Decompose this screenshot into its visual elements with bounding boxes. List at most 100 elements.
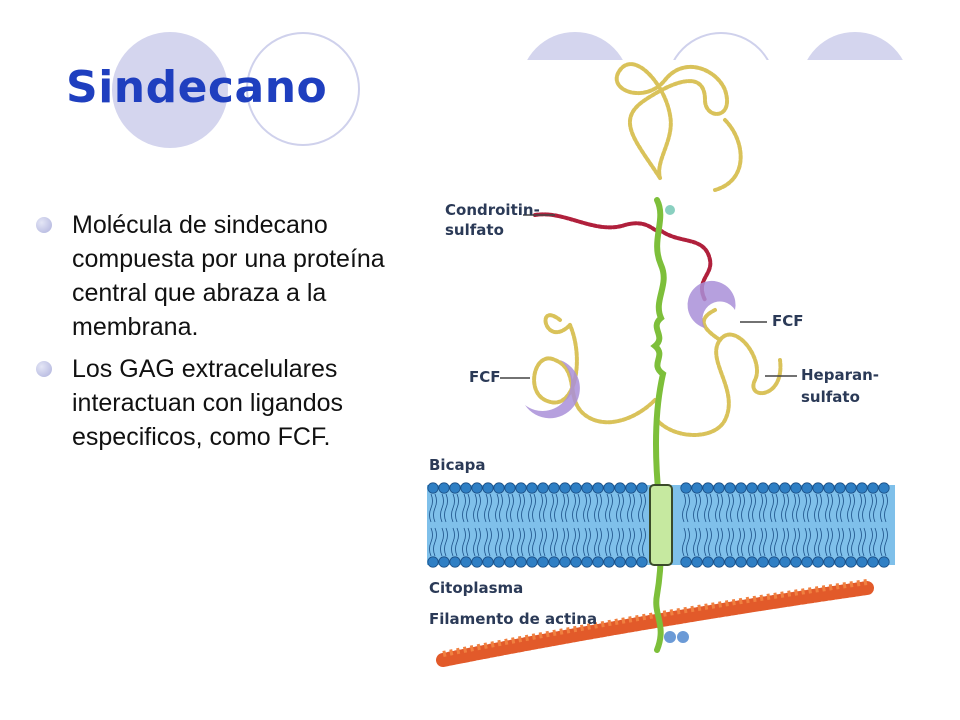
lipid-tail [682,493,690,523]
lipid-head [636,556,648,568]
lipid-heads-top [427,482,890,494]
lipid-tail [638,527,646,557]
lipid-tail [429,493,437,523]
lipid-head [812,556,824,568]
label-chondroitin-line2: sulfato [445,221,504,239]
lipid-head [581,482,593,494]
lipid-tail [506,493,514,523]
lipid-tail [715,493,723,523]
lipid-tail [429,527,437,557]
lipid-head [691,482,703,494]
lipid-head [757,556,769,568]
lipid-head [592,482,604,494]
lipid-tail [528,493,536,523]
lipid-head [702,482,714,494]
lipid-head [746,482,758,494]
lipid-head [515,556,527,568]
bullet-item: Molécula de sindecano compuesta por una … [36,208,416,344]
lipid-tail [440,527,448,557]
label-heparan-line2: sulfato [801,388,860,406]
lipid-head [460,482,472,494]
bullet-text: Los GAG extracelulares interactuan con l… [72,355,344,451]
lipid-head [526,482,538,494]
lipid-tail [847,493,855,523]
lipid-tail [704,493,712,523]
lipid-tail [539,493,547,523]
lipid-head [460,556,472,568]
lipid-tail [583,493,591,523]
lipid-head [449,556,461,568]
label-fcf-left: FCF [469,368,501,386]
lipid-tail [539,527,547,557]
lipid-tail [627,493,635,523]
lipid-head [845,556,857,568]
bullet-item: Los GAG extracelulares interactuan con l… [36,352,416,454]
lipid-head [482,556,494,568]
lipid-tail [484,527,492,557]
lipid-tail [605,493,613,523]
lipid-head [680,482,692,494]
lipid-head [779,556,791,568]
lipid-heads-bottom [427,556,890,568]
lipid-head [548,482,560,494]
lipid-tail [836,527,844,557]
lipid-head [504,482,516,494]
lipid-head [504,556,516,568]
lipid-tail [473,527,481,557]
lipid-head [702,556,714,568]
lipid-tail [473,493,481,523]
lipid-tail [517,527,525,557]
lipid-head [724,482,736,494]
lipid-head [537,556,549,568]
bullet-icon [36,217,52,233]
lipid-tail [803,527,811,557]
lipid-tail [737,493,745,523]
lipid-tail [781,493,789,523]
lipid-head [757,482,769,494]
diagram-background [405,60,945,675]
lipid-tail [847,527,855,557]
lipid-head [493,556,505,568]
lipid-head [801,556,813,568]
lipid-head [856,482,868,494]
lipid-head [878,482,890,494]
lipid-head [878,556,890,568]
lipid-tail [759,527,767,557]
slide-title: Sindecano [66,62,328,113]
lipid-head [845,482,857,494]
lipid-head [724,556,736,568]
lipid-tail [572,527,580,557]
lipid-tails [429,493,888,557]
lipid-head [856,556,868,568]
lipid-tail [858,527,866,557]
lipid-tail [682,527,690,557]
lipid-tail [440,493,448,523]
lipid-head [427,482,439,494]
lipid-head [438,556,450,568]
lipid-head [768,556,780,568]
lipid-tail [495,493,503,523]
label-actin: Filamento de actina [429,610,597,628]
bullet-icon [36,361,52,377]
label-cytoplasm: Citoplasma [429,579,523,597]
lipid-head [438,482,450,494]
lipid-tail [561,493,569,523]
lipid-head [614,556,626,568]
label-leader-lines [500,214,797,379]
lipid-head [526,556,538,568]
lipid-head [823,556,835,568]
lipid-head [570,482,582,494]
decor-circle-filled-1 [112,32,228,148]
lipid-head [548,556,560,568]
lipid-tail [462,493,470,523]
lipid-tail [770,493,778,523]
fcf-ligand-left [525,360,580,419]
lipid-head [471,556,483,568]
syndecan-diagram: Condroitin- sulfato FCF FCF Heparan- sul… [405,60,945,675]
label-heparan-line1: Heparan- [801,366,879,384]
lipid-head [625,482,637,494]
lipid-head [592,556,604,568]
lipid-head [636,482,648,494]
lipid-head [823,482,835,494]
lipid-tail [825,527,833,557]
